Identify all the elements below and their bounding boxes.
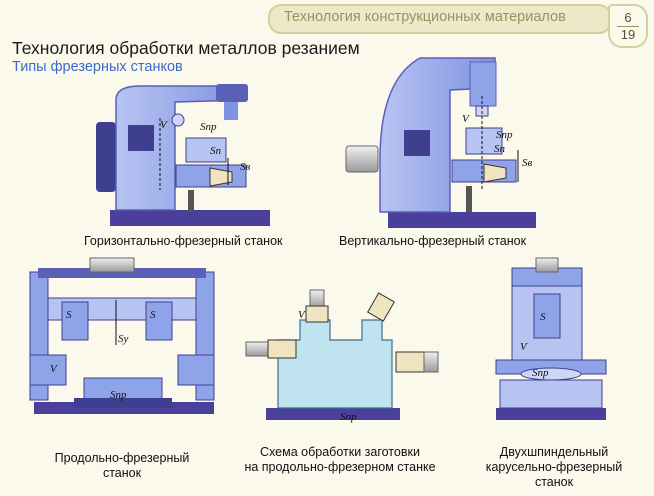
header-banner [268,4,612,34]
cut-speed-label-4: V [298,309,306,321]
caption-rotary-milling-line2: карусельно-фрезерный [485,460,623,474]
caption-planer-milling-line1: Продольно-фрезерный [54,451,190,465]
page-subtitle: Типы фрезерных станков [12,59,183,75]
feed-longitudinal-label-5: Sпр [532,367,549,379]
caption-vertical-milling: Вертикально-фрезерный станок [339,234,527,248]
planer-milling-machine: S S Sy Sпр V [29,257,215,414]
feed-label-5: S [540,311,546,323]
rotary-milling-machine: S Sпр V [495,257,607,420]
feed-longitudinal-label-2: Sпр [496,129,513,141]
course-title: Технология конструкционных материалов [284,9,566,25]
caption-rotary-milling-line3: станок [534,475,574,489]
processing-scheme: Sпр V [245,289,439,423]
caption-horizontal-milling: Горизонтально-фрезерный станок [84,234,283,248]
page-title: Технология обработки металлов резанием [12,38,360,58]
feed-longitudinal-label-3: Sпр [110,389,127,401]
feed-vertical-label: Sв [240,161,251,173]
caption-processing-scheme-line2: на продольно-фрезерном станке [244,460,436,474]
feed-vertical-label-2: Sв [522,157,533,169]
feed-longitudinal-label: Sпр [200,121,217,133]
caption-processing-scheme: Схема обработки заготовки на продольно-ф… [240,445,440,475]
cut-speed-label-3: V [50,363,58,375]
feed-longitudinal-label-4: Sпр [340,411,357,423]
feed-y-label: Sy [118,333,129,345]
cut-speed-label: V [160,119,168,131]
caption-rotary-milling: Двухшпиндельный карусельно-фрезерный ста… [476,445,632,490]
caption-planer-milling-line2: станок [102,466,142,480]
caption-rotary-milling-line1: Двухшпиндельный [499,445,609,459]
caption-processing-scheme-line1: Схема обработки заготовки [260,445,420,459]
chapter-number: 6 [624,10,632,25]
page-number-badge: 6 19 [608,4,648,48]
feed-transverse-label-2: Sп [494,143,506,155]
horizontal-milling-machine: Sпр Sп Sв V [96,84,270,226]
caption-planer-milling: Продольно-фрезерный станок [44,451,200,481]
feed-label-3a: S [66,309,72,321]
cut-speed-label-2: V [462,113,470,125]
cut-speed-label-5: V [520,341,528,353]
feed-label-3b: S [150,309,156,321]
page-number: 19 [617,26,639,43]
feed-transverse-label: Sп [210,145,222,157]
vertical-milling-machine: Sпр Sп Sв V [345,57,536,228]
